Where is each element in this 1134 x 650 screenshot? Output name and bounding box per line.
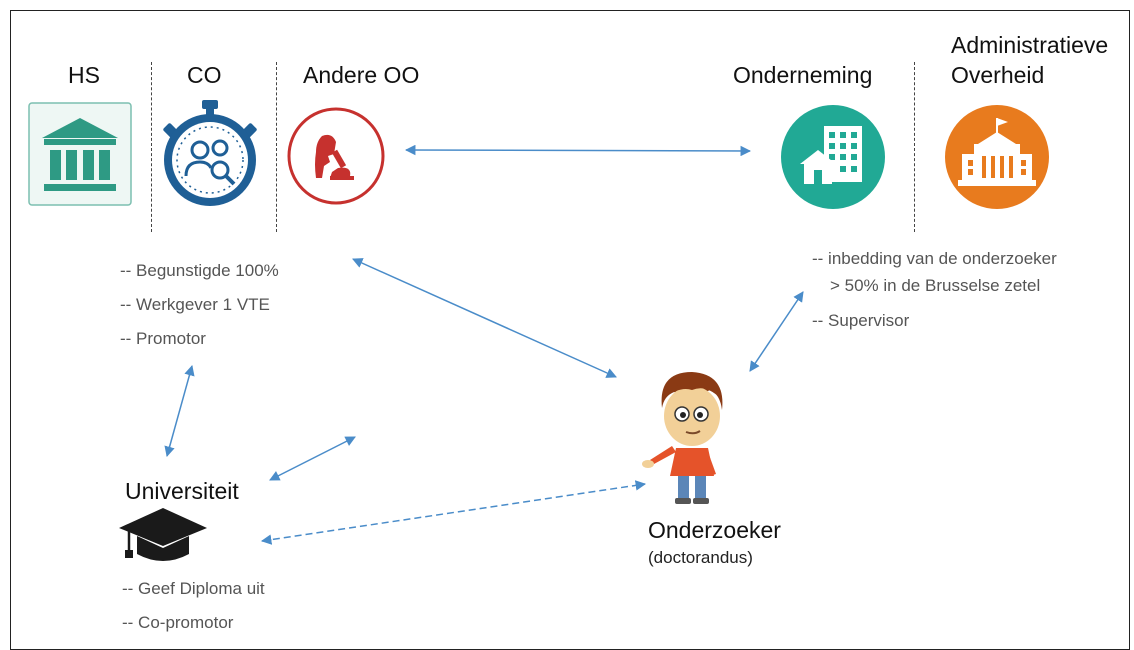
- header-onderneming: Onderneming: [733, 62, 873, 88]
- universiteit-note-2: -- Co-promotor: [122, 613, 234, 632]
- header-hs: HS: [68, 62, 100, 88]
- bank-building-icon: [28, 102, 132, 206]
- left-note-2: -- Werkgever 1 VTE: [120, 295, 270, 314]
- divider-hs-co: [151, 62, 152, 232]
- onderzoeker-title: Onderzoeker: [648, 517, 781, 543]
- researcher-person-icon: [642, 372, 723, 504]
- arrow-onderneming-onderzoeker: [749, 291, 804, 372]
- left-note-3: -- Promotor: [120, 329, 206, 348]
- arrow-universiteit-onderzoeker: [260, 480, 647, 545]
- arrow-universiteit-oo: [269, 436, 356, 481]
- arrow-oo-onderneming: [404, 144, 752, 157]
- arrow-promotor-universiteit: [164, 364, 195, 458]
- right-note-2: > 50% in de Brusselse zetel: [830, 276, 1041, 295]
- header-co: CO: [187, 62, 222, 88]
- divider-co-oo: [276, 62, 277, 232]
- arrow-oo-onderzoeker: [352, 258, 617, 378]
- right-note-3: -- Supervisor: [812, 311, 910, 330]
- header-admin-line1: Administratieve: [951, 32, 1109, 58]
- graduation-cap-icon: [119, 508, 207, 561]
- stopwatch-research-icon: [163, 100, 257, 206]
- onderzoeker-subtitle: (doctorandus): [648, 548, 753, 567]
- government-building-icon: [945, 105, 1049, 209]
- left-note-1: -- Begunstigde 100%: [120, 261, 279, 280]
- header-andere-oo: Andere OO: [303, 62, 420, 88]
- microscope-scientist-icon: [287, 107, 385, 205]
- divider-onderneming-admin: [914, 62, 915, 232]
- right-note-1: -- inbedding van de onderzoeker: [812, 249, 1057, 268]
- header-admin-line2: Overheid: [951, 62, 1045, 88]
- universiteit-title: Universiteit: [125, 478, 239, 504]
- universiteit-note-1: -- Geef Diploma uit: [122, 579, 265, 598]
- company-buildings-icon: [781, 105, 885, 209]
